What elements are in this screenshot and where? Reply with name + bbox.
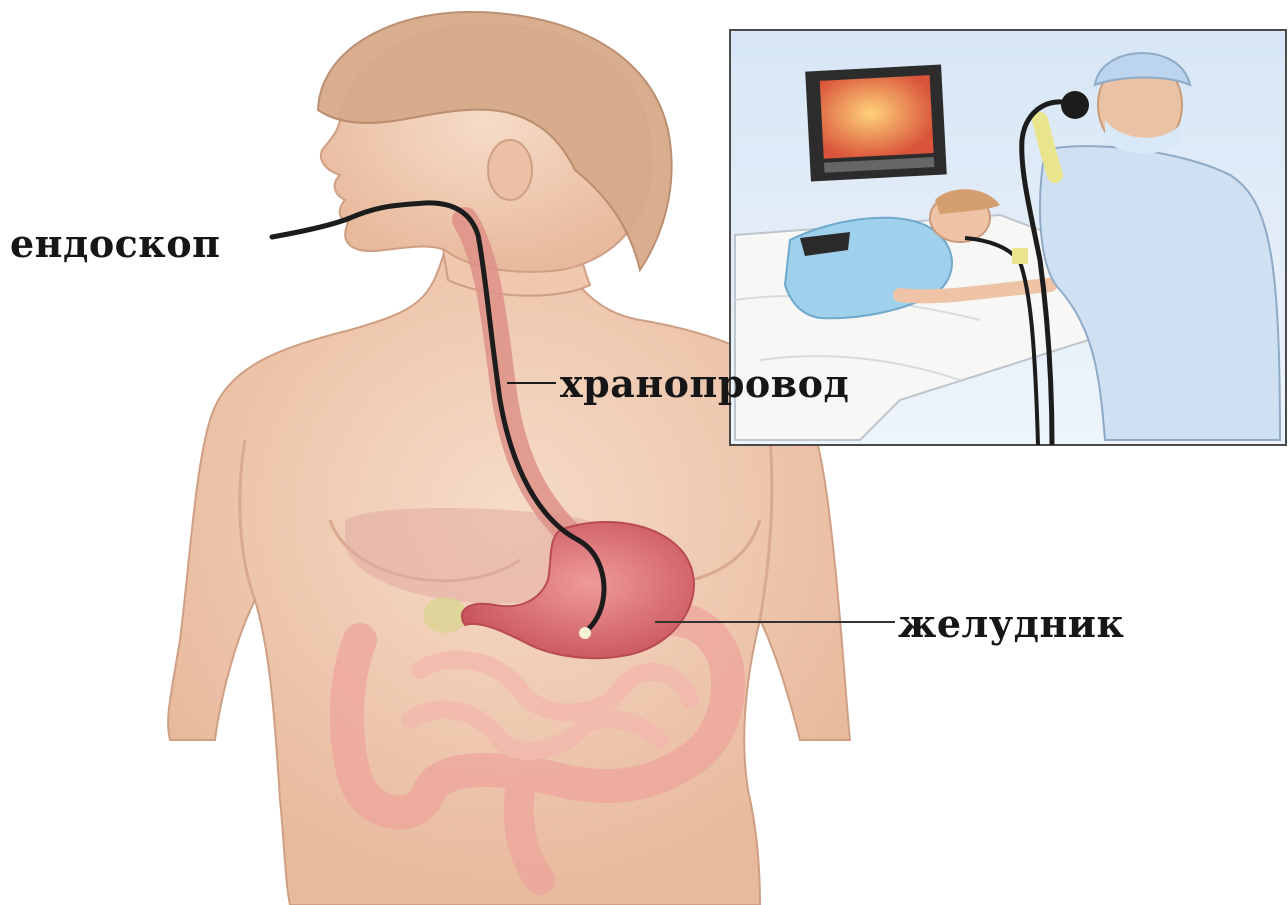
- label-endoscope: ендоскоп: [10, 225, 220, 263]
- endoscope-tip: [579, 627, 591, 639]
- label-esophagus: хранопровод: [560, 365, 849, 403]
- gallbladder: [423, 597, 467, 633]
- monitor: [805, 65, 947, 182]
- label-stomach: желудник: [898, 605, 1124, 643]
- ear: [488, 140, 532, 200]
